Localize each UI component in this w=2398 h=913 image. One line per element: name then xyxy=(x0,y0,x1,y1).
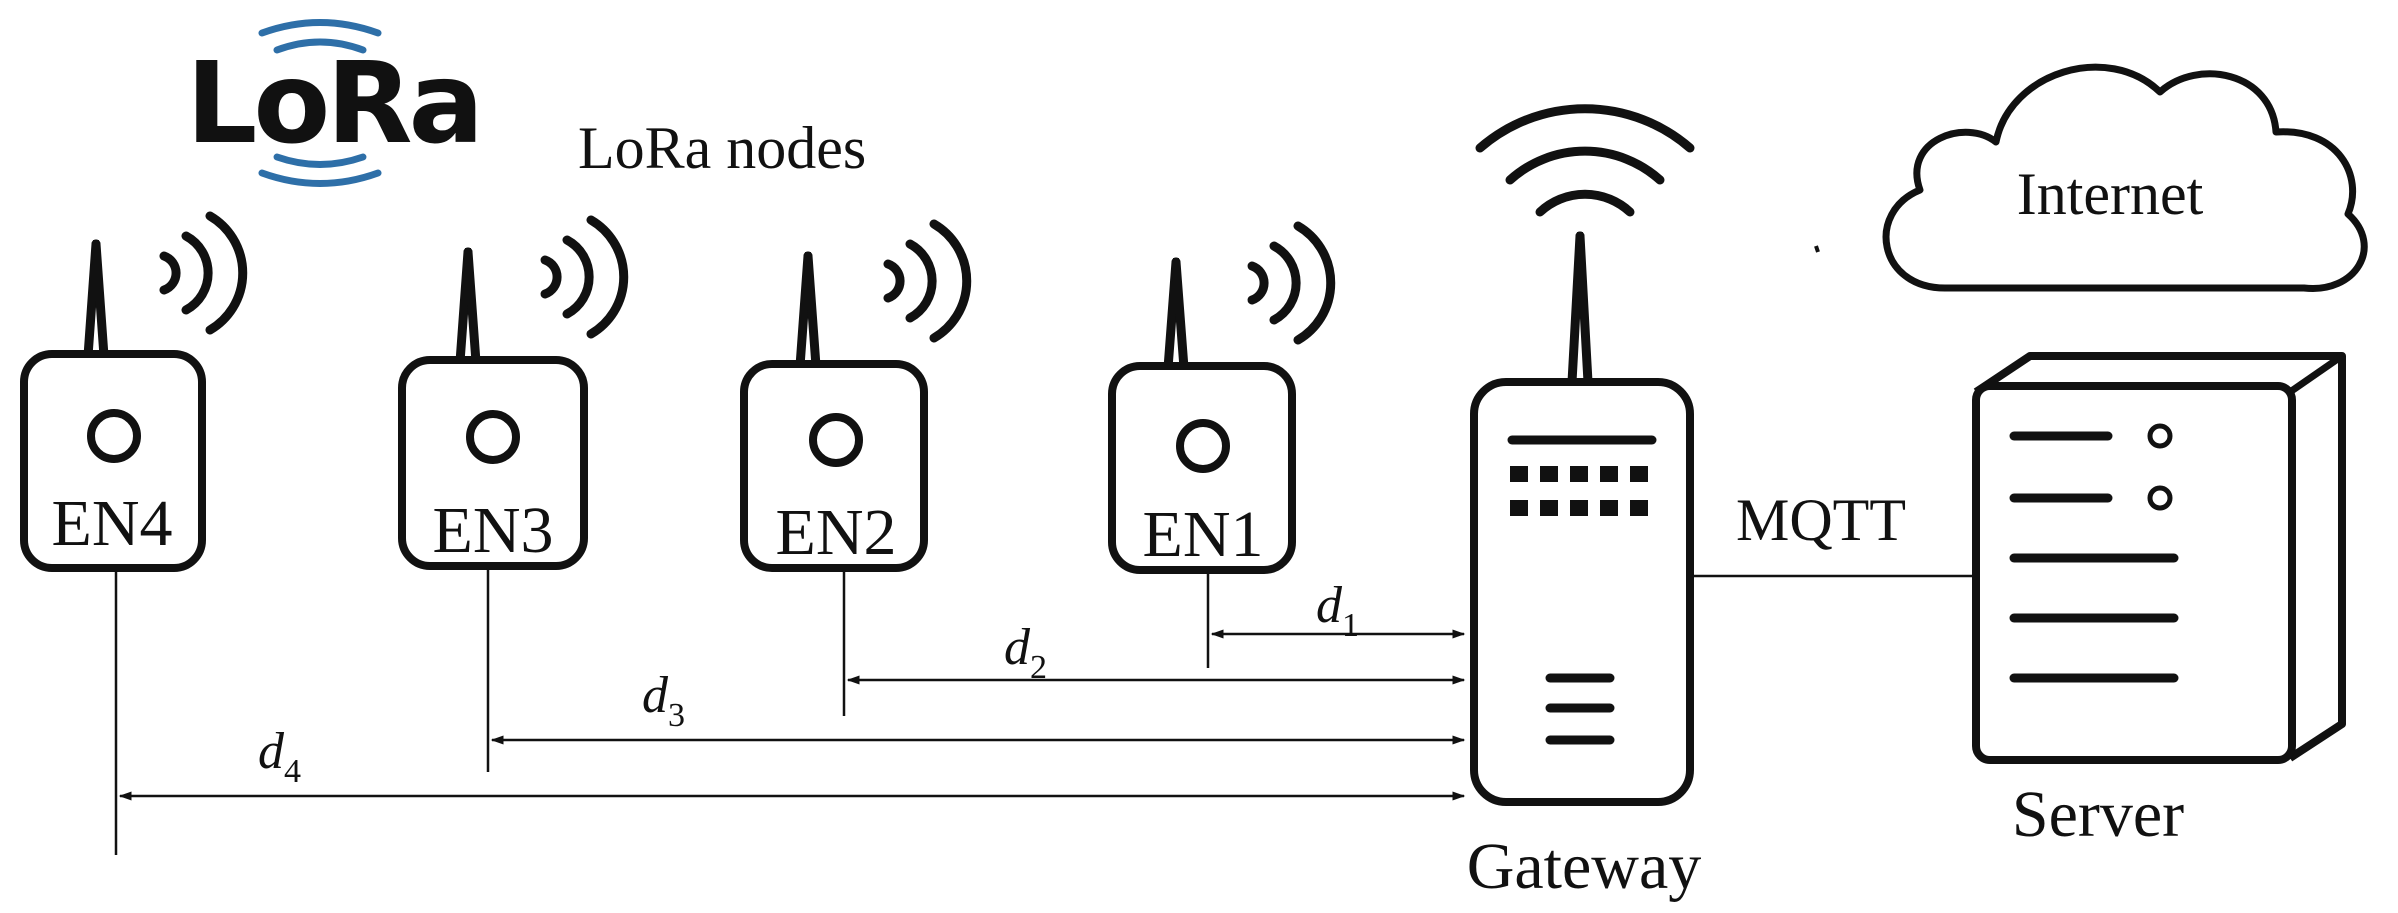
end-node-en2: EN2 xyxy=(740,224,967,572)
distance-label-d4: d4 xyxy=(258,723,301,790)
end-node-en1: EN1 xyxy=(1108,226,1331,574)
end-node-en4: EN4 xyxy=(20,216,243,572)
end-node-device-icon xyxy=(20,239,206,572)
internet-label: Internet xyxy=(2017,161,2204,227)
end-node-device-icon xyxy=(398,247,588,570)
server-rack-icon xyxy=(1972,352,2346,764)
node-label: EN2 xyxy=(776,496,897,569)
distance-label-d3: d3 xyxy=(642,667,685,734)
distance-label-d1: d1 xyxy=(1316,577,1359,644)
end-node-device-icon xyxy=(740,251,928,572)
gateway-label: Gateway xyxy=(1467,830,1702,903)
node-label: EN1 xyxy=(1143,498,1264,571)
server-label: Server xyxy=(2012,778,2184,851)
node-label: EN3 xyxy=(433,494,554,567)
end-node-en3: EN3 xyxy=(398,220,624,570)
node-drop-lines xyxy=(114,568,1210,855)
node-label: EN4 xyxy=(52,487,173,560)
gateway: Gateway xyxy=(1467,104,1702,903)
gateway-device-icon xyxy=(1470,104,1695,806)
lora-logo-icon xyxy=(258,19,382,187)
signal-waves-icon xyxy=(545,220,624,334)
server: Server xyxy=(1972,352,2346,851)
internet-cloud: Internet xyxy=(1882,63,2368,292)
lora-logo: LoRa xyxy=(186,19,484,187)
signal-waves-icon xyxy=(1252,226,1331,340)
stray-mark xyxy=(1814,245,1820,253)
distance-label-d2: d2 xyxy=(1004,619,1047,686)
lora-logo-text: LoRa xyxy=(186,39,480,169)
mqtt-label: MQTT xyxy=(1736,487,1906,553)
cloud-icon xyxy=(1882,63,2368,292)
nodes-heading: LoRa nodes xyxy=(578,115,866,181)
signal-waves-icon xyxy=(888,224,967,338)
signal-waves-icon xyxy=(164,216,243,330)
end-node-device-icon xyxy=(1108,257,1296,574)
distance-arrows xyxy=(118,629,1466,801)
